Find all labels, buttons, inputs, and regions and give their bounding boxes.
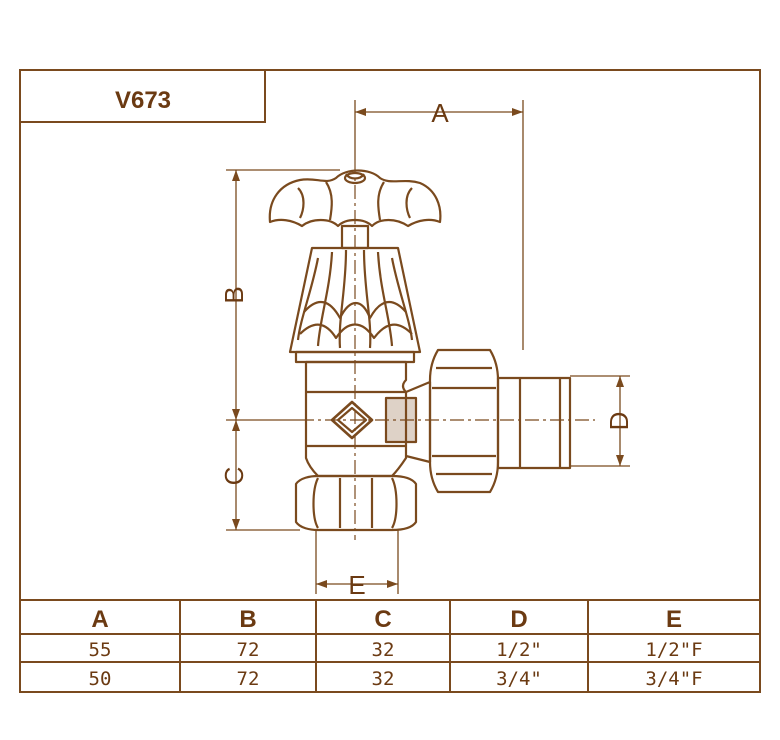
table-header-e: E <box>666 606 682 633</box>
table-row-1-e: 1/2"F <box>645 639 702 661</box>
handwheel <box>268 169 442 228</box>
dim-label-e: E <box>348 570 365 600</box>
valve-body <box>304 360 408 478</box>
table-row-1-b: 72 <box>237 639 260 661</box>
table-row-1-d: 1/2" <box>496 639 542 661</box>
dim-label-a: A <box>431 98 449 128</box>
table-row-2-c: 32 <box>372 668 395 690</box>
valve-drawing <box>268 169 572 532</box>
dimensions <box>226 100 630 594</box>
table-header-d: D <box>510 606 527 633</box>
table-row-2-d: 3/4" <box>496 668 542 690</box>
bonnet <box>288 246 422 354</box>
diamond-mark <box>330 400 374 440</box>
table-row-1-c: 32 <box>372 639 395 661</box>
table-header-b: B <box>239 606 256 633</box>
title-box <box>20 70 266 123</box>
dim-label-d: D <box>604 412 634 431</box>
drawing-frame <box>19 69 761 693</box>
table-row-1-a: 55 <box>89 639 112 661</box>
table-header-c: C <box>374 606 391 633</box>
table-row-2-a: 50 <box>89 668 112 690</box>
dim-label-b: B <box>219 286 249 303</box>
dim-label-c: C <box>219 467 249 486</box>
union-nut <box>428 348 500 494</box>
center-lines <box>300 160 595 540</box>
table-row-2-b: 72 <box>237 668 260 690</box>
model-title: V673 <box>115 87 171 114</box>
tailpiece <box>496 376 572 470</box>
dimension-table <box>20 599 760 692</box>
bottom-nut <box>294 474 418 532</box>
table-header-a: A <box>91 606 108 633</box>
table-row-2-e: 3/4"F <box>645 668 702 690</box>
